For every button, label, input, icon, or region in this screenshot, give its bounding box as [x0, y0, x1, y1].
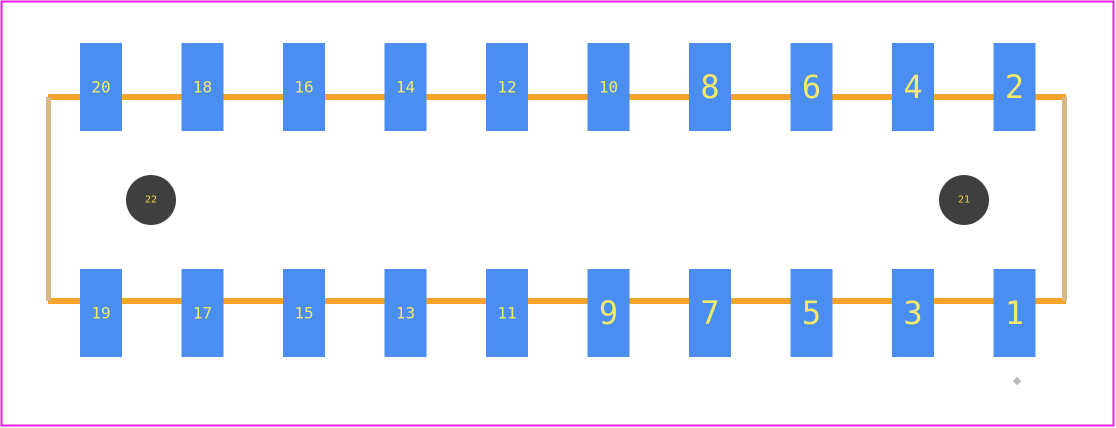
- pad-20-label: 20: [91, 78, 110, 97]
- pad-11-label: 11: [497, 304, 516, 323]
- pad-row-bottom: 19 17 15 13 11 9 7 5 3 1: [80, 269, 1036, 357]
- pad-6-shape: [790, 43, 833, 131]
- pad-row-top: 20 18 16 14 12 10 8 6 4 2: [80, 43, 1036, 131]
- mount-hole-left: 22: [126, 175, 176, 225]
- pad-3: 3: [892, 269, 934, 357]
- pad-10-shape: [587, 43, 630, 131]
- pad-12-label: 12: [497, 78, 516, 97]
- pad-16-label: 16: [294, 78, 313, 97]
- pad-10-label: 10: [599, 78, 618, 97]
- pad-17: 17: [181, 269, 224, 357]
- pad-2-shape: [993, 43, 1036, 131]
- pad-12-shape: [486, 43, 528, 131]
- pad-9: 9: [587, 269, 630, 357]
- pad-18-shape: [181, 43, 224, 131]
- origin-marker-shape: [1012, 376, 1022, 386]
- pad-4: 4: [892, 43, 934, 131]
- pad-5: 5: [790, 269, 833, 357]
- pad-14: 14: [384, 43, 427, 131]
- mount-hole-right-label: 21: [958, 195, 970, 206]
- pad-17-shape: [181, 269, 224, 357]
- mount-hole-left-label: 22: [145, 195, 157, 206]
- pad-13: 13: [384, 269, 427, 357]
- pad-8: 8: [689, 43, 731, 131]
- pad-5-label: 5: [802, 294, 821, 332]
- pad-8-shape: [689, 43, 731, 131]
- pad-2: 2: [993, 43, 1036, 131]
- pad-6: 6: [790, 43, 833, 131]
- pad-19-label: 19: [91, 304, 110, 323]
- mount-hole-right-circle: [939, 175, 989, 225]
- pad-2-label: 2: [1005, 68, 1024, 106]
- pad-6-label: 6: [802, 68, 821, 106]
- pad-3-label: 3: [903, 294, 922, 332]
- pad-10: 10: [587, 43, 630, 131]
- pad-20-shape: [80, 43, 122, 131]
- pad-15-label: 15: [294, 304, 313, 323]
- pad-11-shape: [486, 269, 528, 357]
- pad-13-shape: [384, 269, 427, 357]
- pad-7-label: 7: [700, 294, 719, 332]
- pad-15-shape: [283, 269, 325, 357]
- pad-9-label: 9: [599, 294, 618, 332]
- pad-18: 18: [181, 43, 224, 131]
- mount-hole-right: 21: [939, 175, 989, 225]
- pad-16-shape: [283, 43, 325, 131]
- pad-18-label: 18: [193, 78, 212, 97]
- pad-19: 19: [80, 269, 122, 357]
- pad-4-shape: [892, 43, 934, 131]
- pad-5-shape: [790, 269, 833, 357]
- pad-14-shape: [384, 43, 427, 131]
- pad-11: 11: [486, 269, 528, 357]
- mount-hole-left-circle: [126, 175, 176, 225]
- pad-14-label: 14: [396, 78, 415, 97]
- origin-marker-icon: [1012, 376, 1022, 386]
- pad-13-label: 13: [396, 304, 415, 323]
- pad-17-label: 17: [193, 304, 212, 323]
- pad-9-shape: [587, 269, 630, 357]
- pad-1: 1: [993, 269, 1036, 357]
- pad-3-shape: [892, 269, 934, 357]
- pad-1-shape: [993, 269, 1036, 357]
- pad-16: 16: [283, 43, 325, 131]
- pad-1-label: 1: [1005, 294, 1024, 332]
- pad-7: 7: [689, 269, 731, 357]
- pad-12: 12: [486, 43, 528, 131]
- pad-8-label: 8: [700, 68, 719, 106]
- pad-4-label: 4: [903, 68, 922, 106]
- pad-7-shape: [689, 269, 731, 357]
- pad-19-shape: [80, 269, 122, 357]
- pad-15: 15: [283, 269, 325, 357]
- pad-20: 20: [80, 43, 122, 131]
